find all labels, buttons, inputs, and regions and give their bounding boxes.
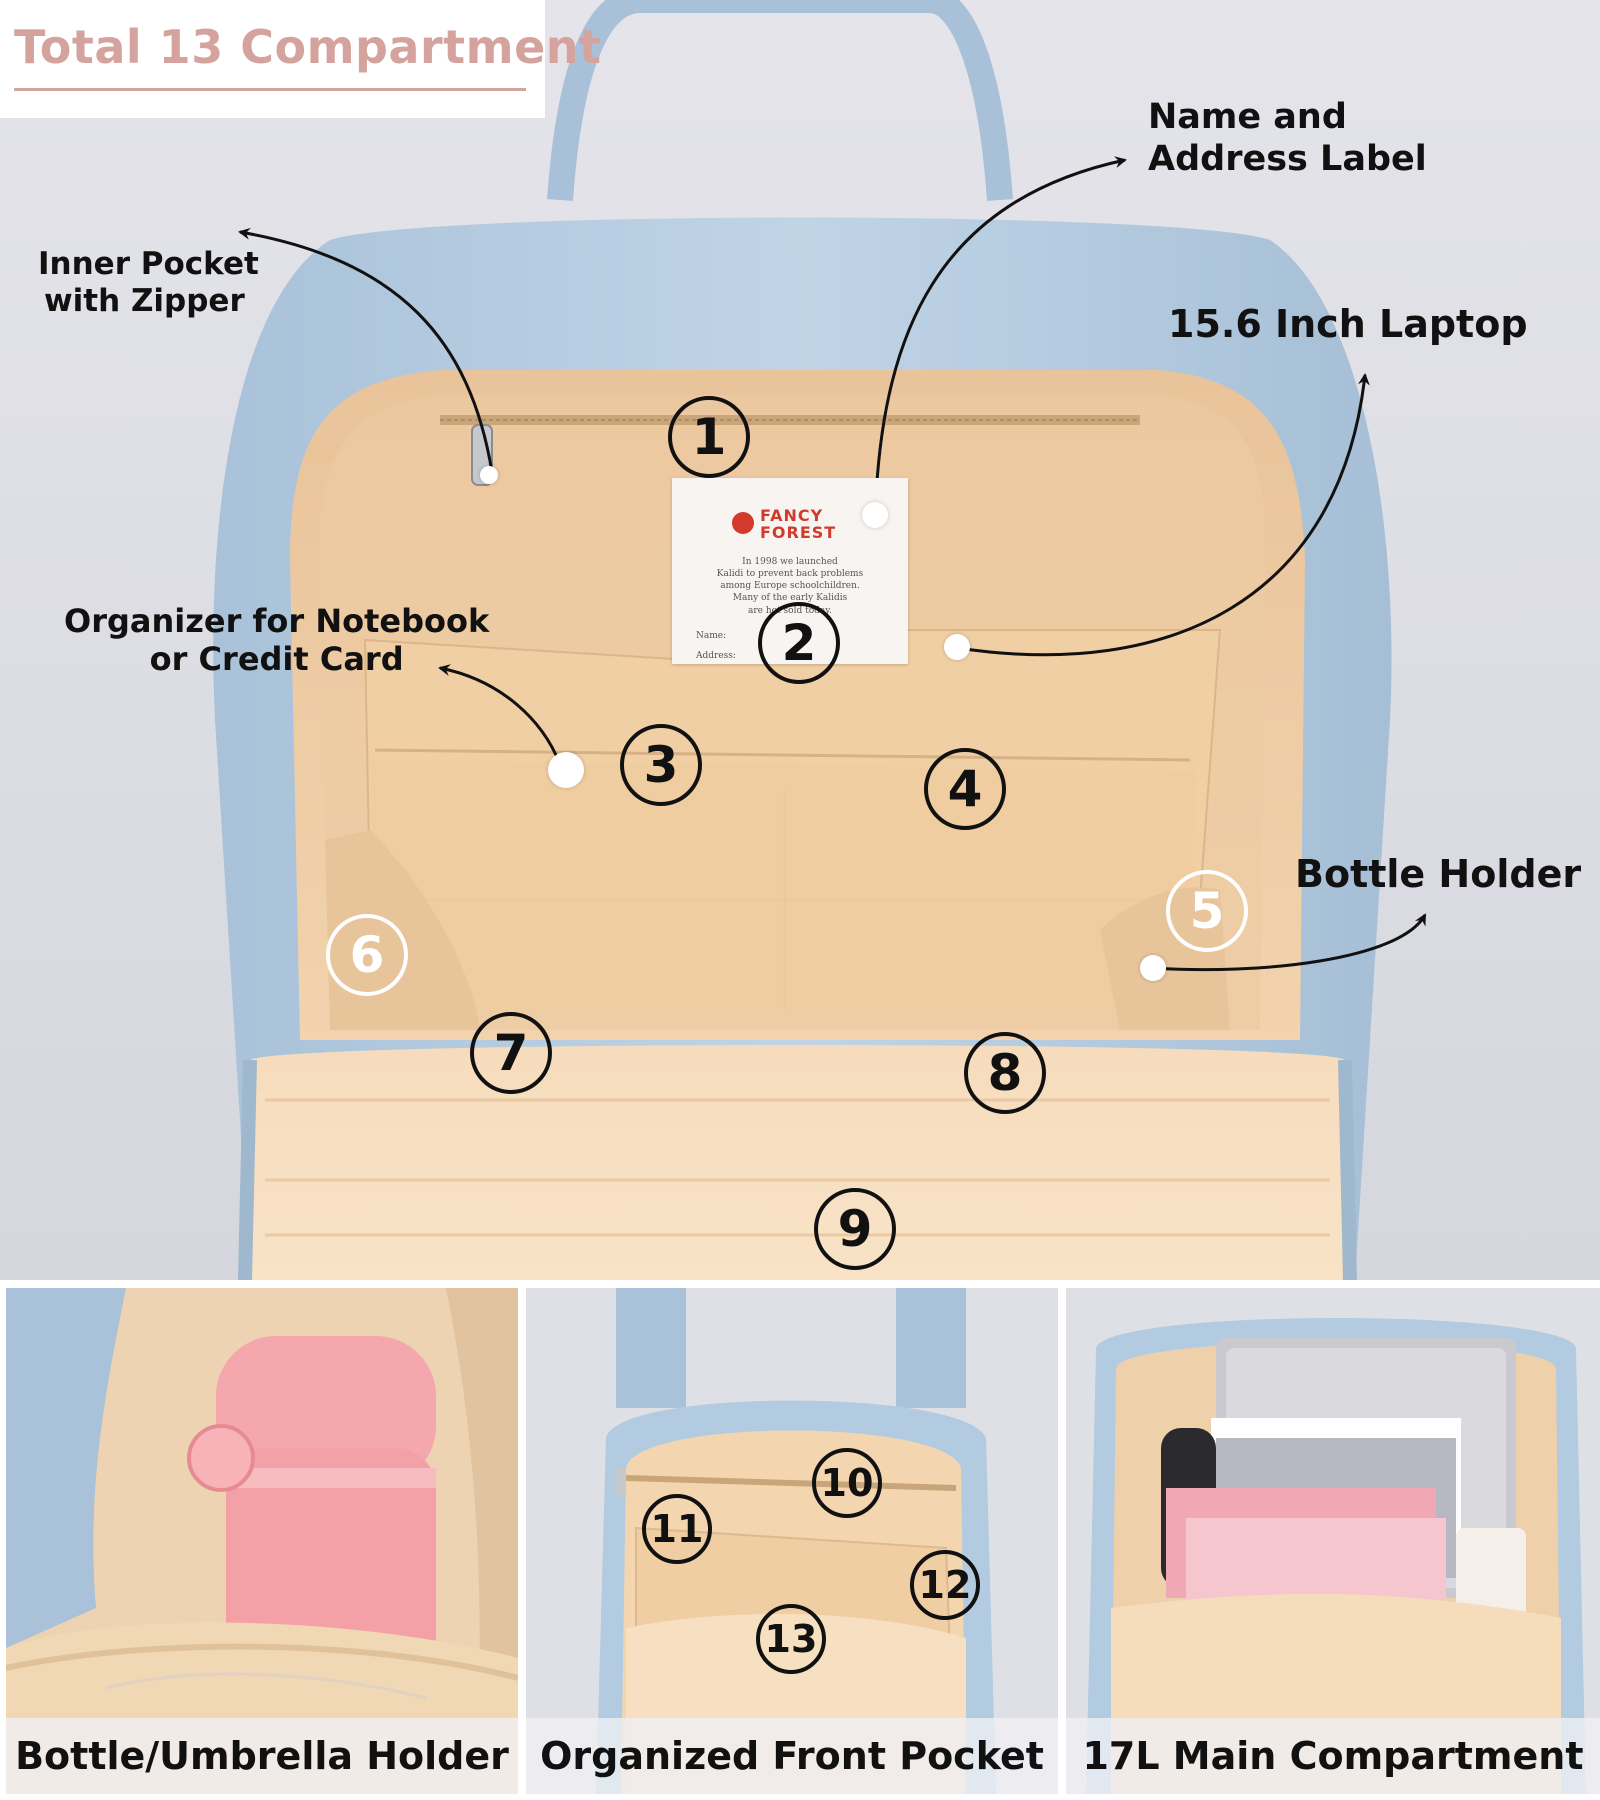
- label-address-field: Address:: [696, 651, 736, 661]
- number-badge-11: 11: [642, 1494, 712, 1564]
- brand-name: FANCY FOREST: [760, 506, 837, 542]
- number-badge-8: 8: [964, 1032, 1046, 1114]
- callout-laptop: 15.6 Inch Laptop: [1168, 302, 1528, 346]
- arrow-bottle-holder: [1152, 913, 1427, 972]
- panel-front-pocket: 10 11 12 13 Organized Front Pocket: [526, 1288, 1058, 1794]
- number-badge-2: 2: [758, 602, 840, 684]
- number-badge-7: 7: [470, 1012, 552, 1094]
- callout-name-label: Name and Address Label: [1148, 97, 1427, 179]
- number-badge-6: 6: [326, 914, 408, 996]
- number-badge-12: 12: [910, 1550, 980, 1620]
- arrow-organizer: [438, 664, 564, 771]
- panel-main-compartment: 17L Main Compartment: [1066, 1288, 1600, 1794]
- page-title: Total 13 Compartment: [14, 20, 602, 74]
- panel-separator: [0, 1280, 1600, 1288]
- dot-name-label: [862, 502, 888, 528]
- dot-bottle-holder: [1140, 955, 1166, 981]
- handle: [547, 0, 1013, 201]
- dot-organizer: [548, 752, 584, 788]
- brand-logo-icon: [732, 512, 754, 534]
- dot-laptop: [944, 634, 970, 660]
- arrow-inner-pocket: [238, 227, 494, 473]
- label-name-field: Name:: [696, 631, 727, 641]
- callout-organizer: Organizer for Notebook or Credit Card: [64, 602, 490, 679]
- arrow-laptop: [957, 373, 1370, 657]
- backpack-illustration: [0, 0, 1600, 1280]
- number-badge-4: 4: [924, 748, 1006, 830]
- dot-inner-pocket: [480, 466, 498, 484]
- panel-bottle-holder: Bottle/Umbrella Holder: [6, 1288, 518, 1794]
- main-compartment-illustration: [1066, 1288, 1600, 1794]
- number-badge-3: 3: [620, 724, 702, 806]
- title-underline: [14, 88, 526, 91]
- panel-caption-front-pocket: Organized Front Pocket: [526, 1718, 1058, 1794]
- callout-inner-pocket: Inner Pocket with Zipper: [38, 246, 259, 320]
- arrow-name-label: [873, 156, 1127, 523]
- panel-caption-bottle-holder: Bottle/Umbrella Holder: [6, 1718, 518, 1794]
- number-badge-13: 13: [756, 1604, 826, 1674]
- number-badge-9: 9: [814, 1188, 896, 1270]
- number-badge-1: 1: [668, 396, 750, 478]
- front-pocket: [245, 1045, 1350, 1280]
- number-badge-10: 10: [812, 1448, 882, 1518]
- panel-caption-main-compartment: 17L Main Compartment: [1066, 1718, 1600, 1794]
- title-box: Total 13 Compartment: [0, 0, 601, 118]
- callout-bottle-holder: Bottle Holder: [1295, 852, 1582, 896]
- number-badge-5: 5: [1166, 870, 1248, 952]
